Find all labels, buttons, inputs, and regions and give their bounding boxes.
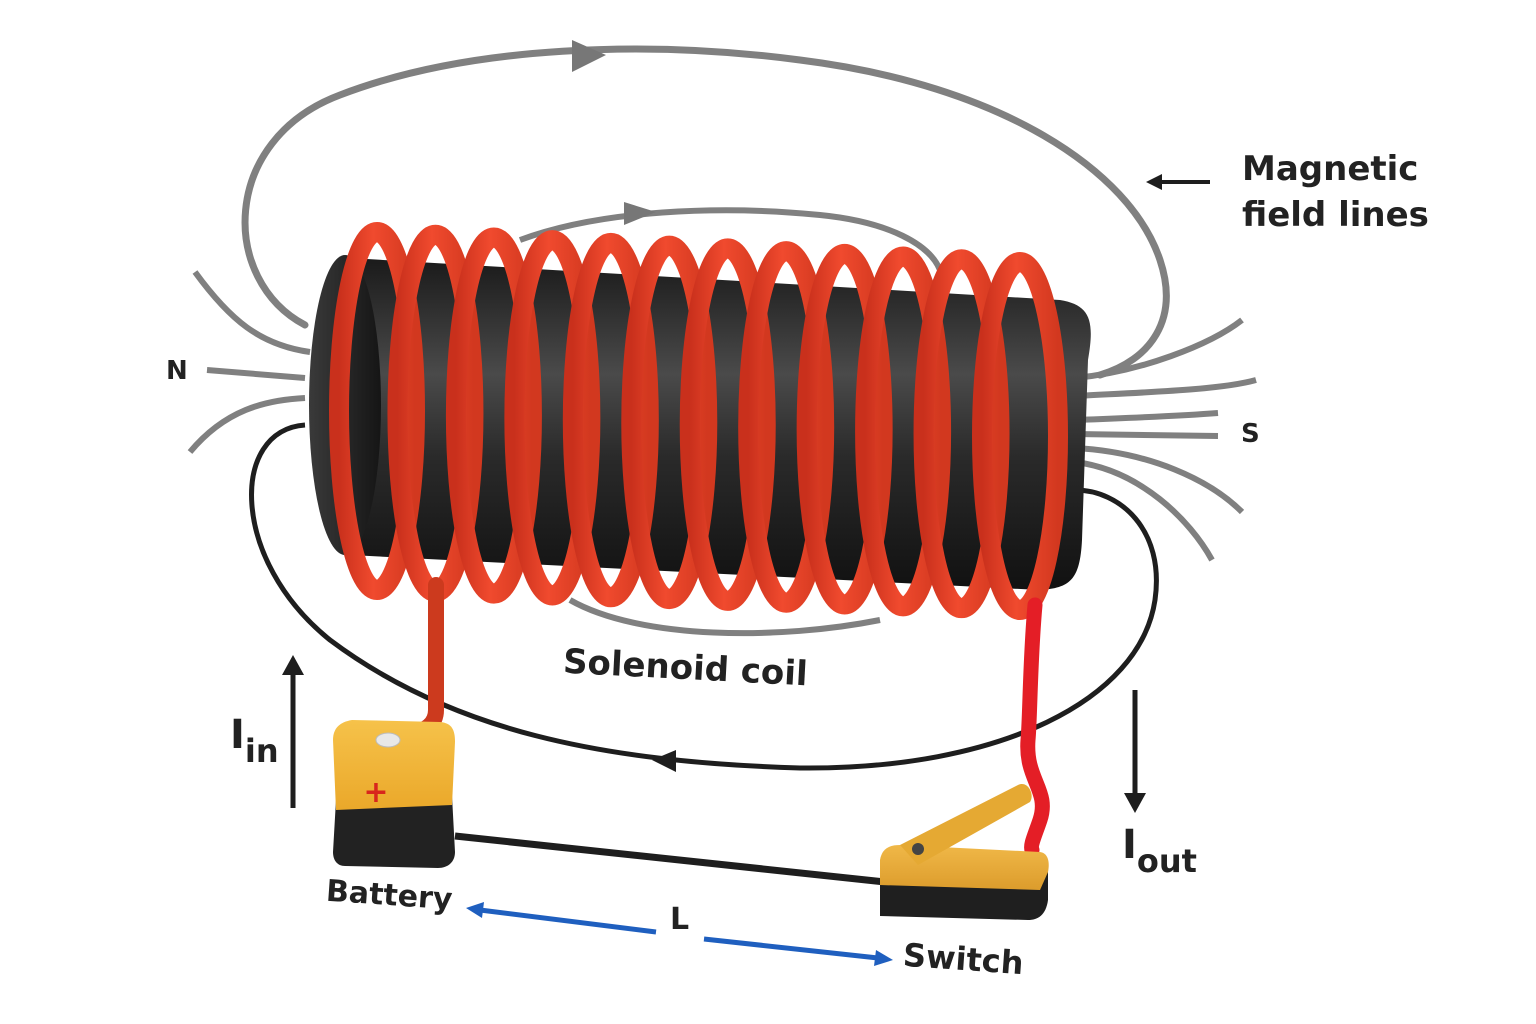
return-wire-arrow bbox=[652, 750, 676, 772]
field-line-south-3 bbox=[1074, 410, 1219, 423]
field-line-south-2 bbox=[1074, 377, 1257, 399]
coil-turn bbox=[504, 230, 601, 606]
battery[interactable]: + bbox=[333, 720, 455, 868]
battery-terminal bbox=[375, 732, 401, 748]
field-line-north-1 bbox=[192, 270, 311, 355]
field-lines-label: Magnetic field lines bbox=[1242, 146, 1429, 238]
circuit-wire bbox=[249, 422, 1159, 886]
switch[interactable] bbox=[880, 783, 1049, 920]
field-lines-label-line2: field lines bbox=[1242, 195, 1429, 235]
field-line-south-5 bbox=[1074, 445, 1245, 515]
field-line-south-1 bbox=[1074, 317, 1244, 381]
coil-turn bbox=[329, 222, 425, 600]
battery-polarity-sign: + bbox=[363, 775, 388, 810]
coil-turn bbox=[972, 252, 1068, 620]
magnetic-field-lines bbox=[187, 40, 1257, 637]
field-line-north-3 bbox=[187, 395, 306, 454]
switch-pivot bbox=[912, 843, 924, 855]
coil-turn bbox=[621, 235, 718, 610]
battery-switch-wire bbox=[454, 832, 886, 886]
battery-bottom bbox=[333, 796, 455, 868]
field-line-outer-loop bbox=[241, 45, 1170, 379]
coil-lead-left bbox=[402, 577, 444, 743]
length-arrow-left bbox=[479, 907, 657, 935]
current-out-symbol: I bbox=[1122, 822, 1137, 868]
current-out-label: Iout bbox=[1122, 822, 1197, 880]
switch-lever[interactable] bbox=[900, 783, 1032, 865]
field-line-south-4 bbox=[1074, 431, 1219, 439]
field-label-pointer-arrow bbox=[1146, 174, 1210, 190]
coil-turn bbox=[679, 238, 776, 611]
field-line-inner-arrow bbox=[624, 202, 656, 225]
field-line-south-6 bbox=[1074, 459, 1215, 562]
length-dimension bbox=[466, 902, 893, 966]
return-wire bbox=[249, 422, 1159, 771]
length-arrow-right bbox=[703, 936, 879, 961]
switch-base-top bbox=[880, 845, 1049, 890]
field-lines-label-line1: Magnetic bbox=[1242, 149, 1419, 189]
coil-turn bbox=[796, 243, 893, 615]
current-out-arrow bbox=[1124, 690, 1146, 813]
coil-turn bbox=[855, 246, 952, 617]
coil-turn bbox=[445, 227, 542, 604]
coil-lead-right bbox=[1020, 597, 1050, 858]
south-pole-label: S bbox=[1241, 419, 1260, 449]
current-out-subscript: out bbox=[1136, 842, 1197, 880]
length-label: L bbox=[670, 902, 690, 937]
battery-top bbox=[333, 720, 455, 810]
solenoid bbox=[309, 222, 1091, 620]
current-in-arrow bbox=[282, 655, 304, 808]
coil-turn bbox=[738, 241, 835, 613]
current-in-label: Iin bbox=[230, 712, 279, 770]
north-pole-label: N bbox=[166, 356, 188, 386]
field-line-north-2 bbox=[206, 367, 306, 381]
field-line-bottom-loop bbox=[568, 597, 881, 637]
field-line-inner-loop bbox=[518, 207, 943, 272]
field-line-outer-arrow bbox=[572, 40, 606, 72]
current-in-symbol: I bbox=[230, 712, 245, 758]
coil-turn bbox=[562, 232, 659, 608]
current-in-subscript: in bbox=[244, 732, 279, 770]
coil-turn bbox=[913, 249, 1010, 619]
